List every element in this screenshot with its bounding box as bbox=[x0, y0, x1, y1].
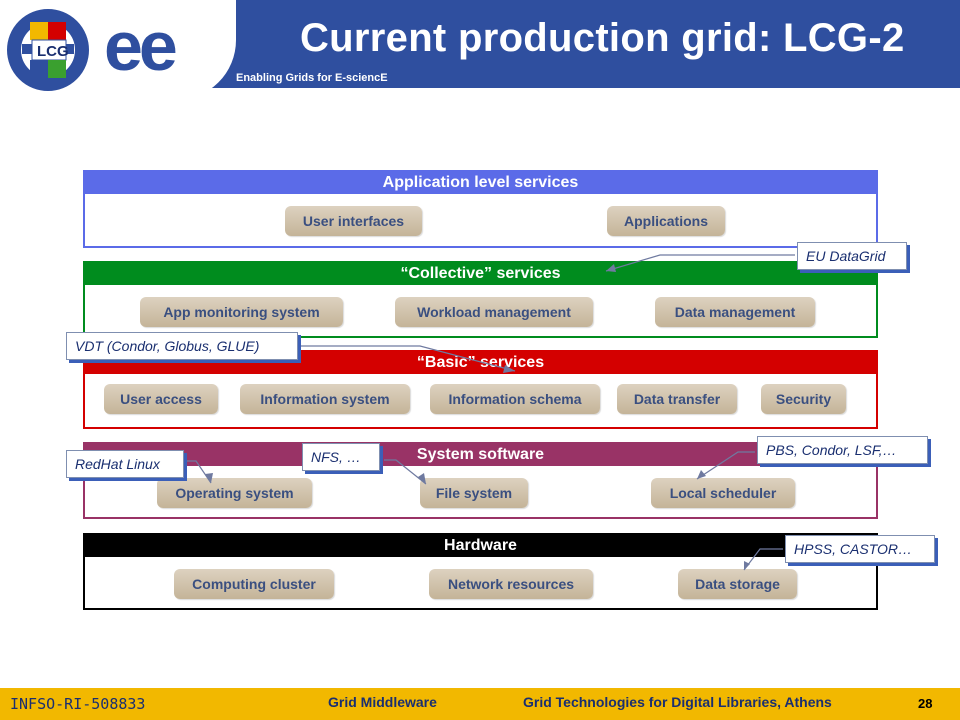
arrow-eu-datagrid bbox=[605, 254, 795, 272]
callout-nfs: NFS, … bbox=[302, 443, 380, 471]
page-title: Current production grid: LCG-2 bbox=[300, 16, 905, 60]
layer-system: System software Operating system File sy… bbox=[83, 442, 878, 519]
footer-section: Grid Middleware bbox=[328, 694, 437, 710]
pill-operating-system: Operating system bbox=[157, 478, 312, 508]
pill-data-management: Data management bbox=[655, 297, 815, 327]
layer-hardware-title: Hardware bbox=[85, 535, 876, 557]
pill-computing-cluster: Computing cluster bbox=[174, 569, 334, 599]
callout-vdt: VDT (Condor, Globus, GLUE) bbox=[66, 332, 298, 360]
layer-system-title: System software bbox=[85, 444, 876, 466]
tagline: Enabling Grids for E-sciencE bbox=[236, 72, 388, 84]
callout-redhat: RedHat Linux bbox=[66, 450, 184, 478]
layer-hardware: Hardware Computing cluster Network resou… bbox=[83, 533, 878, 610]
layer-collective: “Collective” services App monitoring sys… bbox=[83, 261, 878, 338]
callout-eu-datagrid: EU DataGrid bbox=[797, 242, 907, 270]
pill-user-interfaces: User interfaces bbox=[285, 206, 422, 236]
pill-information-system: Information system bbox=[240, 384, 410, 414]
pill-app-monitoring: App monitoring system bbox=[140, 297, 343, 327]
layer-collective-title: “Collective” services bbox=[85, 263, 876, 285]
pill-network-resources: Network resources bbox=[429, 569, 593, 599]
pill-data-storage: Data storage bbox=[678, 569, 797, 599]
footer-project-id: INFSO-RI-508833 bbox=[10, 695, 146, 713]
pill-security: Security bbox=[761, 384, 846, 414]
arrow-vdt bbox=[300, 345, 516, 372]
arrow-hpss bbox=[743, 548, 783, 571]
arrow-nfs bbox=[384, 459, 427, 485]
logo-brand-text: ee bbox=[104, 7, 178, 85]
pill-file-system: File system bbox=[420, 478, 528, 508]
arrow-pbs bbox=[696, 451, 755, 480]
pill-data-transfer: Data transfer bbox=[617, 384, 737, 414]
pill-local-scheduler: Local scheduler bbox=[651, 478, 795, 508]
pill-applications: Applications bbox=[607, 206, 725, 236]
callout-hpss: HPSS, CASTOR… bbox=[785, 535, 935, 563]
arrow-redhat bbox=[187, 460, 212, 484]
pill-user-access: User access bbox=[104, 384, 218, 414]
pill-information-schema: Information schema bbox=[430, 384, 600, 414]
footer-bar: INFSO-RI-508833 Grid Middleware Grid Tec… bbox=[0, 688, 960, 720]
logo-lcg-text: LCG bbox=[37, 43, 69, 60]
layer-application: Application level services User interfac… bbox=[83, 170, 878, 248]
pill-workload-management: Workload management bbox=[395, 297, 593, 327]
layer-application-title: Application level services bbox=[85, 172, 876, 194]
callout-pbs: PBS, Condor, LSF,… bbox=[757, 436, 928, 464]
egee-logo-graphic bbox=[7, 9, 89, 91]
page-number: 28 bbox=[918, 696, 933, 711]
egee-logo bbox=[0, 0, 236, 100]
footer-event: Grid Technologies for Digital Libraries,… bbox=[523, 694, 832, 710]
